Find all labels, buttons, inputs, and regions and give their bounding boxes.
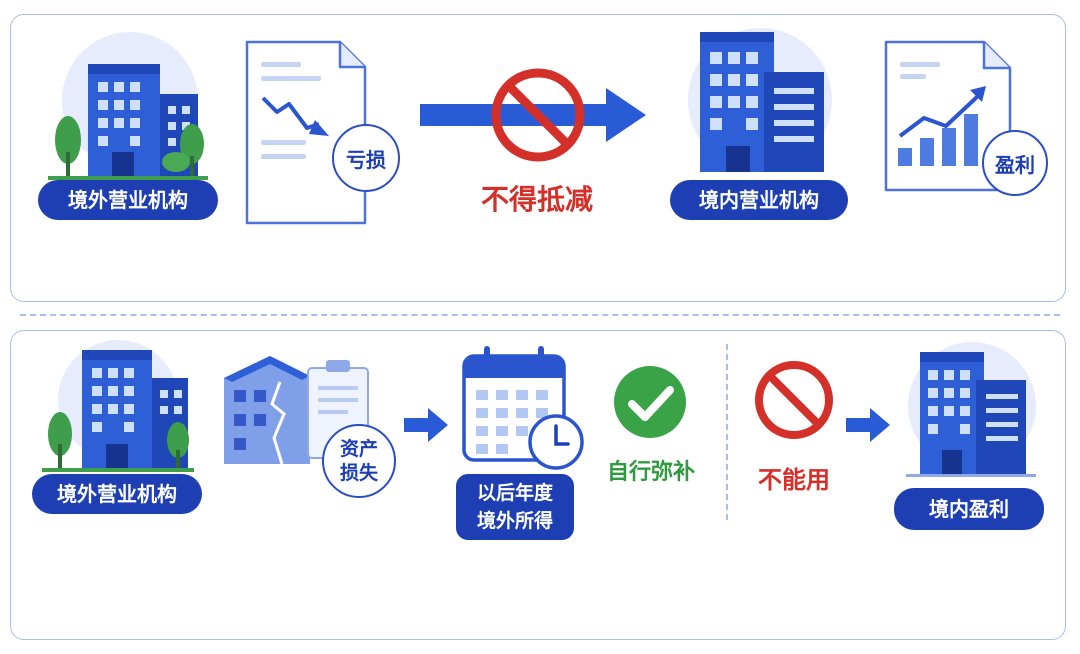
future-income-label: 以后年度 境外所得: [456, 474, 574, 540]
domestic-building-icon: [688, 28, 832, 172]
domestic-building-icon: [906, 342, 1036, 477]
arrow-icon: [846, 408, 890, 442]
foreign-branch-label: 境外营业机构: [32, 474, 202, 514]
panel-separator: [20, 314, 1060, 316]
profit-document-icon: [884, 40, 1012, 192]
domestic-branch-label: 境内营业机构: [670, 180, 848, 220]
arrow-icon: [404, 408, 448, 442]
calendar-icon: [462, 346, 584, 470]
domestic-profit-label: 境内盈利: [894, 488, 1044, 530]
asset-loss-badge: 资产 损失: [322, 424, 396, 498]
future-income-line2: 境外所得: [476, 510, 553, 532]
prohibit-icon: [755, 361, 833, 439]
self-offset-label: 自行弥补: [606, 460, 695, 485]
profit-badge: 盈利: [982, 130, 1048, 196]
future-income-line1: 以后年度: [476, 482, 553, 504]
cannot-use-label: 不能用: [758, 466, 830, 494]
blocked-arrow-icon: [420, 68, 646, 162]
check-icon: [614, 366, 686, 438]
no-offset-label: 不得抵减: [480, 183, 593, 216]
asset-loss-line1: 资产: [339, 438, 378, 460]
loss-badge: 亏损: [332, 124, 400, 192]
foreign-building-icon: [48, 32, 208, 180]
vertical-divider: [726, 344, 728, 520]
foreign-branch-label: 境外营业机构: [38, 180, 218, 220]
foreign-building-icon: [42, 340, 194, 472]
asset-loss-line2: 损失: [339, 462, 378, 484]
